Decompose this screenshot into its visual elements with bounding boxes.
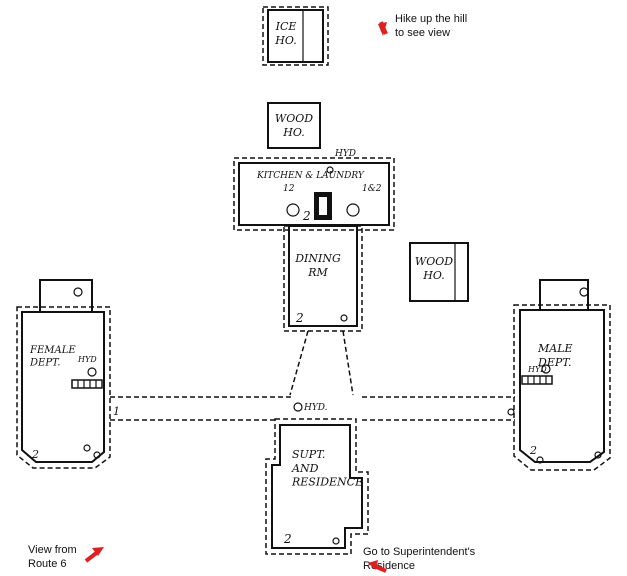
- red-arrow-icon: [368, 560, 378, 570]
- kitchen-label: KITCHEN & LAUNDRY: [256, 171, 365, 181]
- kitchen-mark-right: 1&2: [362, 184, 382, 194]
- female-mark: 1: [113, 405, 120, 418]
- kitchen-number: 2: [302, 209, 311, 223]
- kitchen-laundry: HYD KITCHEN & LAUNDRY 12 1&2 2: [233, 149, 395, 231]
- red-arrow-icon: [92, 547, 104, 556]
- female-number: 2: [31, 448, 39, 461]
- female-hyd-label: HYD: [77, 355, 97, 364]
- dining-number: 2: [295, 311, 304, 325]
- male-hyd-label: HYD: [527, 365, 547, 374]
- kitchen-boiler-right: [346, 203, 360, 217]
- kitchen-mark-left: 12: [283, 184, 295, 194]
- walkways: [110, 330, 515, 421]
- center-hyd-label: HYD.: [303, 403, 328, 413]
- female-stairs: [71, 379, 103, 389]
- kitchen-boiler-left: [286, 203, 300, 217]
- male-stairs: [521, 375, 553, 385]
- kitchen-hydrant: [326, 166, 334, 174]
- kitchen-hyd-label: HYD: [334, 149, 356, 159]
- supt-number: 2: [283, 532, 292, 546]
- male-number: 2: [529, 444, 537, 457]
